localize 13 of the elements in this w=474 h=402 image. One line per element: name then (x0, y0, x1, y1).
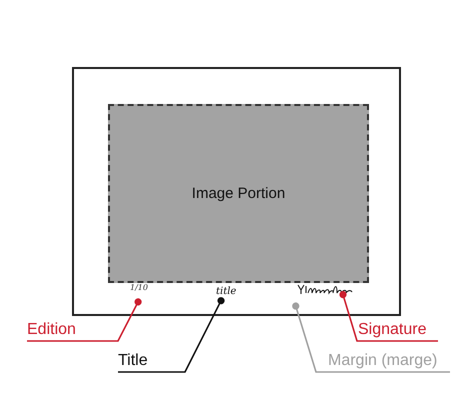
signature-scribble (296, 282, 354, 296)
edition-number: 1/10 (130, 283, 148, 301)
callout-label: Title (118, 351, 158, 371)
leader-line (339, 291, 438, 342)
image-area: Image Portion (108, 104, 369, 283)
print-frame (72, 67, 401, 316)
callout-label: Signature (358, 320, 438, 340)
callout-label: Margin (marge) (328, 351, 450, 371)
leader-line (118, 297, 225, 373)
leader-line (27, 298, 142, 342)
handwritten-title: title (216, 285, 244, 299)
callout-label: Edition (27, 320, 97, 340)
leader-line (292, 302, 450, 373)
